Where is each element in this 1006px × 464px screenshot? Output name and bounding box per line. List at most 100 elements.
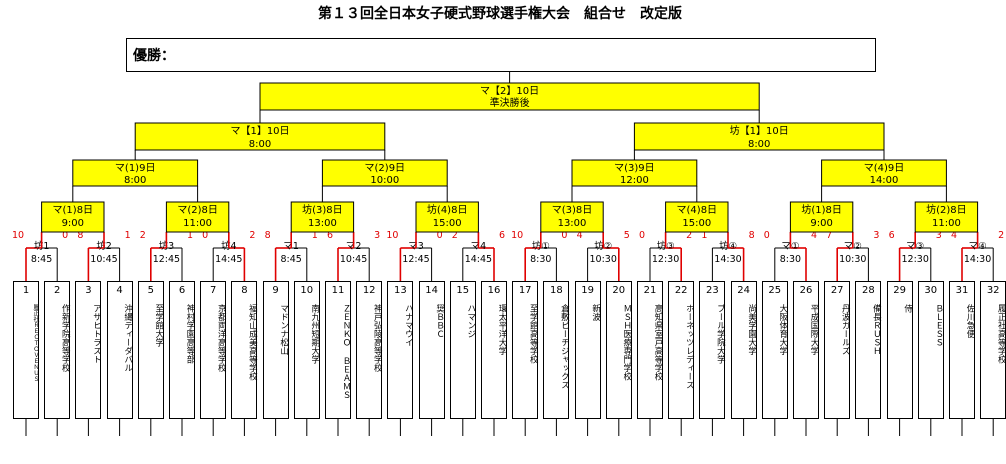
team-name: 履正社高等学校	[996, 304, 1006, 364]
r16-label-venue: 坊(2)8日	[926, 203, 967, 216]
r32-label-time: 12:30	[652, 254, 679, 265]
score-left: 7	[826, 230, 832, 241]
team-number: 31	[955, 285, 969, 296]
team-name: 丹波ガールズ	[840, 304, 851, 355]
team-name: 環太平洋大学	[497, 304, 507, 355]
team-number: 12	[362, 285, 376, 296]
team-number: 29	[893, 285, 906, 296]
team-name: ハナマウイ	[403, 304, 414, 347]
team-box: 4 沖縄ティーダバル	[106, 281, 133, 419]
team-number: 19	[581, 285, 594, 296]
score-right: 3	[374, 230, 380, 241]
qf-box	[72, 159, 199, 187]
team-box: 18 倉敷ピーチジャックス	[543, 281, 570, 419]
r16-label-time: 15:00	[433, 218, 462, 229]
score-left: 2	[140, 230, 146, 241]
final-label-venue: マ【2】10日	[480, 85, 539, 97]
score-left: 8	[265, 230, 271, 241]
team-box: 29 侍	[886, 281, 913, 419]
r32-label-time: 8:45	[281, 254, 302, 265]
team-name: 至学館高等学校	[528, 304, 539, 364]
score-left: 2	[452, 230, 458, 241]
score-left: 4	[577, 230, 583, 241]
r32-label-time: 14:45	[215, 254, 242, 265]
qf-label-venue: マ(4)9日	[864, 163, 905, 174]
score-right: 4	[811, 230, 817, 241]
team-number: 25	[768, 285, 782, 296]
winner-label: 優勝：	[133, 48, 175, 64]
team-number: 11	[331, 285, 345, 296]
team-number: 4	[116, 285, 123, 296]
sf-box	[633, 122, 885, 151]
team-name: 福知山成美高等学校	[247, 304, 258, 381]
team-name: 佐川急便	[965, 304, 975, 338]
r16-label-venue: 坊(3)8日	[302, 203, 343, 216]
r16-box	[415, 201, 479, 233]
team-name: 倉敷ピーチジャックス	[559, 304, 570, 389]
qf-label-time: 12:00	[620, 175, 649, 186]
team-number: 2	[54, 285, 61, 296]
score-right: 0	[437, 230, 443, 241]
r32-label-time: 12:45	[402, 254, 429, 265]
team-name: 侍	[902, 304, 913, 313]
team-number: 14	[425, 285, 438, 296]
r32-label-time: 10:45	[90, 254, 117, 265]
team-number: 5	[147, 285, 154, 296]
r32-label-time: 12:45	[153, 254, 180, 265]
winner-box: 優勝：	[126, 38, 876, 72]
r32-label-time: 14:30	[714, 254, 741, 265]
r16-box	[165, 201, 230, 233]
team-number: 6	[178, 285, 186, 296]
team-name: 京都両洋高等学校	[216, 304, 227, 372]
team-name: アサヒトラスト	[91, 304, 102, 364]
team-number: 27	[830, 285, 844, 296]
team-number: 10	[300, 285, 314, 296]
r16-label-time: 13:00	[308, 218, 337, 229]
r16-box	[41, 201, 105, 233]
r16-label-time: 13:00	[558, 218, 587, 229]
team-number: 32	[986, 285, 1000, 296]
sf-label-time: 8:00	[748, 139, 770, 150]
score-left: 10	[511, 230, 523, 241]
score-left: 0	[202, 230, 208, 241]
r16-label-venue: 坊(1)8日	[801, 203, 842, 216]
team-name: 南九州短期大学	[309, 304, 320, 364]
team-number: 9	[272, 285, 279, 296]
sf-label-time: 8:00	[249, 139, 271, 150]
score-left: 6	[327, 230, 333, 241]
team-box: 31 佐川急便	[949, 281, 975, 419]
team-number: 18	[550, 285, 563, 296]
sf-box	[134, 122, 386, 151]
team-number: 7	[210, 285, 217, 296]
score-right: 0	[561, 230, 567, 241]
team-name: ＢＬＥＳＳ	[933, 304, 944, 347]
team-number: 30	[924, 285, 938, 296]
qf-label-time: 8:00	[124, 175, 146, 186]
score-left: 0	[764, 230, 770, 241]
team-name: マドンナ松山	[278, 304, 289, 355]
score-left: 0	[639, 230, 645, 241]
sf-label-venue: 坊【1】10日	[730, 124, 789, 137]
team-name: 沖縄ティーダバル	[122, 304, 133, 372]
score-left: 1	[701, 230, 707, 241]
page-title: 第１３回全日本女子硬式野球選手権大会 組合せ 改定版	[318, 6, 682, 22]
team-name: ブール学院大学	[715, 304, 726, 364]
r16-box	[540, 201, 604, 233]
score-right: 1	[187, 230, 193, 241]
team-number: 13	[394, 285, 407, 296]
r32-label-time: 14:45	[465, 254, 492, 265]
team-name: 奨ＢＢＣ	[434, 304, 445, 338]
r32-label-time: 12:30	[902, 254, 929, 265]
